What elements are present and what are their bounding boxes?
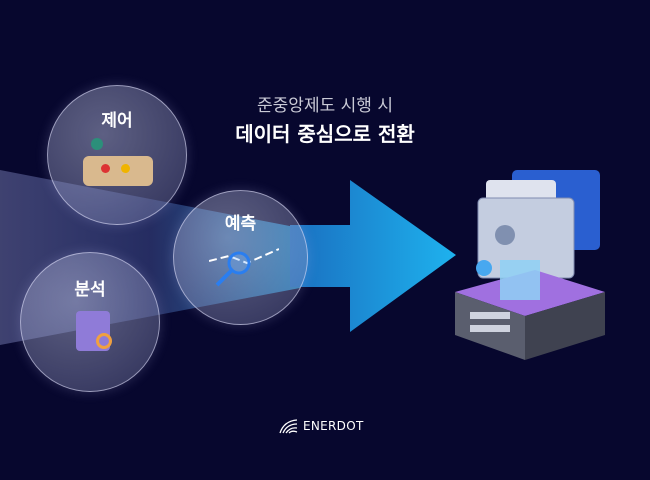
headline-title: 데이터 중심으로 전환 [235, 122, 415, 146]
arrow-shape [290, 180, 456, 332]
enerdot-logo-icon [279, 419, 298, 434]
analysis-label: 분석 [74, 280, 106, 300]
headline-subtitle: 준중앙제도 시행 시 [257, 96, 393, 116]
prediction-circle: 예측 [173, 190, 308, 325]
control-circle: 제어 [47, 85, 187, 225]
brand-name: ENERDOT [303, 419, 364, 433]
prediction-label: 예측 [224, 214, 257, 234]
control-label: 제어 [101, 111, 133, 131]
server-illustration [455, 170, 605, 360]
joystick-icon [83, 138, 153, 186]
brand-logo: ENERDOT [278, 418, 364, 434]
analysis-circle: 분석 [20, 252, 160, 392]
magnifier-icon [209, 248, 279, 287]
report-icon [76, 311, 112, 351]
